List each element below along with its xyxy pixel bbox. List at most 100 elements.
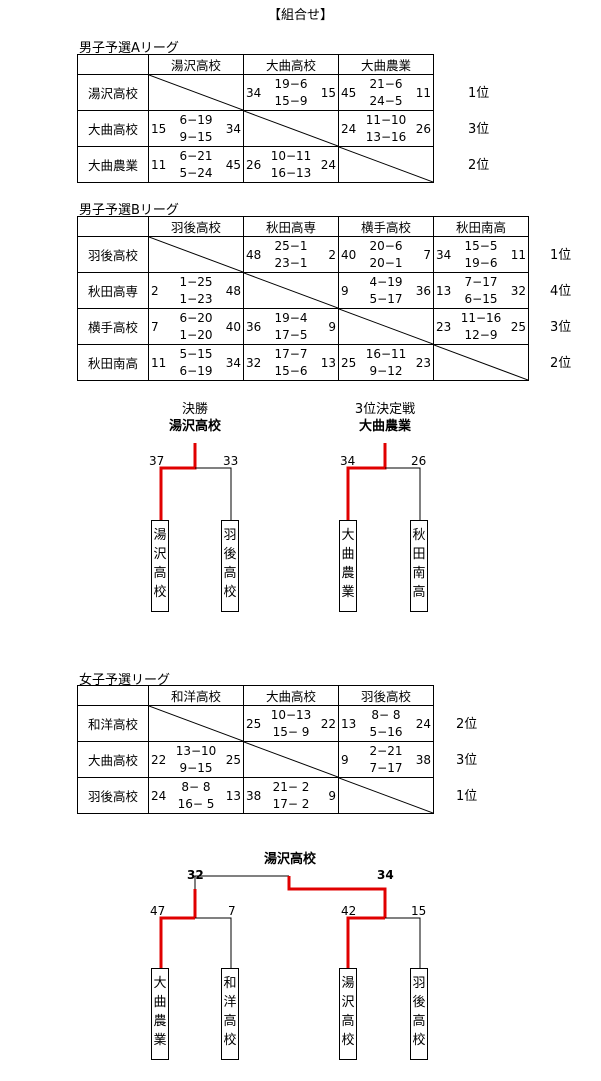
set1-score: 15−5 — [464, 238, 498, 253]
self-match-cell — [148, 74, 244, 111]
rank-label: 1位 — [456, 789, 478, 804]
rank-label: 1位 — [468, 86, 490, 101]
total-score-left: 15 — [151, 121, 167, 136]
women-semi1-left: 47 — [150, 904, 166, 918]
set1-score: 8− 8 — [371, 707, 401, 722]
rank-label: 4位 — [550, 284, 572, 299]
league-a-caption: 男子予選Aリーグ — [79, 41, 179, 56]
set2-score: 6−15 — [464, 291, 498, 306]
rank-label: 1位 — [550, 248, 572, 263]
total-score-right: 26 — [415, 121, 431, 136]
total-score-right: 24 — [320, 157, 336, 172]
rank-label: 3位 — [456, 753, 478, 768]
diagonal-line — [339, 147, 433, 182]
final-right-score: 33 — [223, 454, 239, 468]
total-score-right: 25 — [510, 319, 526, 334]
diagonal-line — [434, 345, 528, 380]
header-cell: 秋田南高 — [433, 216, 529, 237]
set1-score: 1−25 — [179, 274, 213, 289]
set1-score: 20−6 — [369, 238, 403, 253]
self-match-cell — [243, 272, 339, 309]
self-match-cell — [433, 344, 529, 381]
total-score-right: 48 — [225, 283, 241, 298]
set2-score: 9−15 — [179, 129, 213, 144]
total-score-left: 9 — [341, 752, 349, 767]
diagonal-line — [339, 778, 433, 813]
team-name-cell: 大曲高校 — [77, 110, 149, 147]
set2-score: 5−24 — [179, 165, 213, 180]
header-row: 羽後高校秋田高専横手高校秋田南高 — [77, 216, 529, 237]
set1-score: 19−6 — [274, 76, 308, 91]
third-label: 3位決定戦 — [354, 402, 416, 417]
total-score-left: 45 — [341, 85, 357, 100]
team-name-cell: 羽後高校 — [77, 777, 149, 814]
total-score-right: 7 — [423, 247, 431, 262]
total-score-right: 23 — [415, 355, 431, 370]
set2-score: 5−17 — [369, 291, 403, 306]
self-match-cell — [338, 146, 434, 183]
total-score-right: 32 — [510, 283, 526, 298]
women-team-4: 羽後高校 — [410, 968, 428, 1060]
total-score-left: 23 — [436, 319, 452, 334]
set1-score: 25−1 — [274, 238, 308, 253]
diagonal-line — [244, 273, 338, 308]
set1-score: 6−21 — [179, 148, 213, 163]
set2-score: 1−20 — [179, 327, 213, 342]
set1-score: 19−4 — [274, 310, 308, 325]
set2-score: 15− 9 — [272, 724, 310, 739]
set2-score: 19−6 — [464, 255, 498, 270]
women-final-right: 34 — [377, 868, 394, 882]
set1-score: 2−21 — [369, 743, 403, 758]
total-score-left: 36 — [246, 319, 262, 334]
total-score-right: 13 — [225, 788, 241, 803]
women-final-left: 32 — [187, 868, 204, 882]
women-team-3: 湯沢高校 — [339, 968, 357, 1060]
diagonal-line — [244, 111, 338, 146]
total-score-left: 34 — [246, 85, 262, 100]
total-score-left: 13 — [341, 716, 357, 731]
women-team-1: 大曲農業 — [151, 968, 169, 1060]
women-semi1-right: 7 — [228, 904, 236, 918]
total-score-right: 13 — [320, 355, 336, 370]
diagonal-line — [244, 742, 338, 777]
total-score-left: 25 — [246, 716, 262, 731]
third-right-score: 26 — [411, 454, 427, 468]
rank-label: 3位 — [550, 320, 572, 335]
team-name-cell: 大曲高校 — [77, 741, 149, 778]
set2-score: 6−19 — [179, 363, 213, 378]
set2-score: 24−5 — [369, 93, 403, 108]
total-score-left: 24 — [151, 788, 167, 803]
total-score-right: 25 — [225, 752, 241, 767]
set2-score: 17− 2 — [272, 796, 310, 811]
rank-label: 2位 — [456, 717, 478, 732]
self-match-cell — [243, 110, 339, 147]
league-b-caption: 男子予選Bリーグ — [79, 203, 179, 218]
set2-score: 5−16 — [369, 724, 403, 739]
